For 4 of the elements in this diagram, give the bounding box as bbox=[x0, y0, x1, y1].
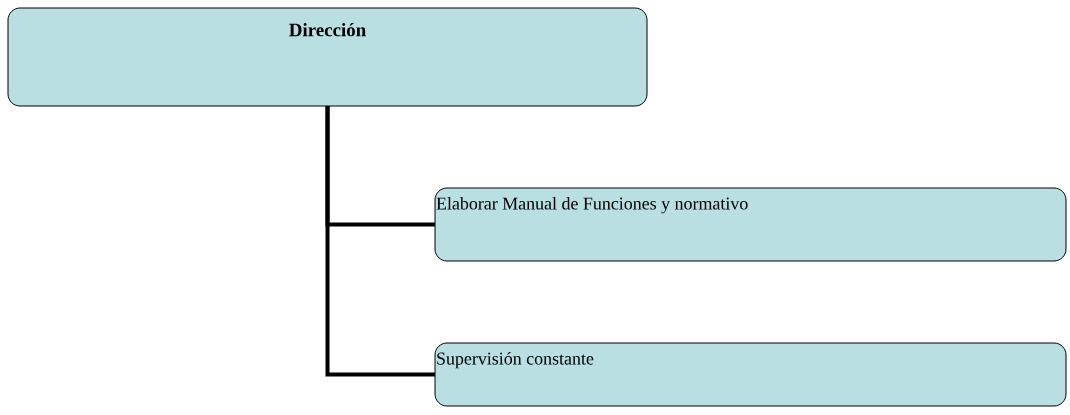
task-box: Supervisión constante bbox=[434, 342, 1067, 407]
connector-line bbox=[325, 106, 435, 377]
task-box: Elaborar Manual de Funciones y normativo bbox=[434, 187, 1067, 262]
heading-box: Dirección bbox=[7, 7, 648, 107]
